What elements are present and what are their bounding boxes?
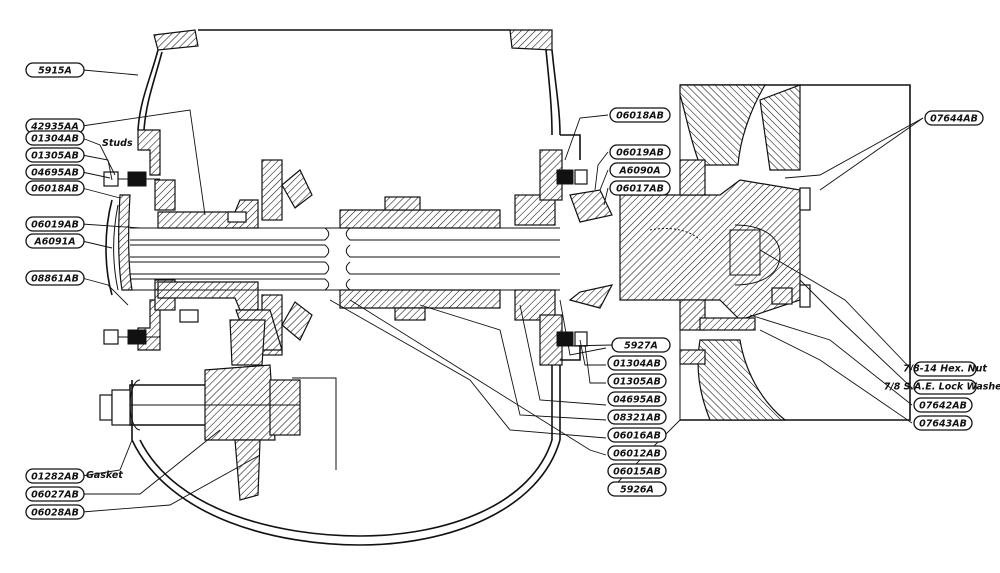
svg-text:04695AB: 04695AB (613, 395, 661, 406)
label-06019ab-left: 06019AB (25, 216, 85, 232)
svg-text:42935AA: 42935AA (30, 122, 79, 133)
svg-text:06012AB: 06012AB (613, 449, 661, 460)
svg-text:7/8-14 Hex. Nut: 7/8-14 Hex. Nut (903, 364, 987, 375)
svg-text:06017AB: 06017AB (616, 184, 664, 195)
label-08321ab: 08321AB (607, 409, 667, 425)
label-07643ab: 07643AB (913, 415, 973, 431)
label-07644ab: 07644AB (924, 110, 984, 126)
svg-text:07644AB: 07644AB (930, 114, 978, 125)
svg-text:01304AB: 01304AB (613, 359, 661, 370)
note-studs: Studs (102, 138, 133, 149)
label-01304ab-left: 01304AB (25, 130, 85, 146)
svg-text:06028AB: 06028AB (31, 508, 79, 519)
axle-shafts (130, 196, 560, 321)
label-5927a: 5927A (611, 337, 671, 353)
svg-text:04695AB: 04695AB (31, 168, 79, 179)
note-hex-nut: 7/8-14 Hex. Nut (903, 361, 987, 377)
label-5915a: 5915A (25, 62, 85, 78)
label-a6091a: A6091A (25, 233, 85, 249)
label-01305ab-left: 01305AB (25, 147, 85, 163)
label-01305ab-right: 01305AB (607, 373, 667, 389)
label-07642ab: 07642AB (913, 397, 973, 413)
svg-text:5927A: 5927A (624, 341, 658, 352)
label-04695ab-right: 04695AB (607, 391, 667, 407)
label-06016ab: 06016AB (607, 427, 667, 443)
svg-text:5915A: 5915A (38, 66, 72, 77)
part-labels: 5915A 42935AA 01304AB 01305AB 04695AB 06… (25, 62, 1000, 520)
pinion-gear (99, 319, 301, 501)
label-06019ab-right: 06019AB (609, 144, 671, 160)
label-06027ab: 06027AB (25, 486, 85, 502)
leader-lines (81, 69, 924, 513)
note-lock-washer: 7/8 S.A.E. Lock Washer (884, 379, 1000, 395)
svg-text:06018AB: 06018AB (31, 184, 79, 195)
svg-text:07642AB: 07642AB (919, 401, 967, 412)
svg-text:06019AB: 06019AB (616, 148, 664, 159)
svg-text:7/8 S.A.E. Lock Washer: 7/8 S.A.E. Lock Washer (884, 382, 1000, 393)
svg-text:06015AB: 06015AB (613, 467, 661, 478)
label-01282ab: 01282AB (25, 468, 85, 484)
svg-text:06018AB: 06018AB (616, 111, 664, 122)
svg-text:A6090A: A6090A (618, 166, 660, 177)
label-06012ab: 06012AB (607, 445, 667, 461)
right-bearing-cage (514, 134, 614, 366)
svg-text:01305AB: 01305AB (31, 151, 79, 162)
label-01304ab-right: 01304AB (607, 355, 667, 371)
svg-text:06027AB: 06027AB (31, 490, 79, 501)
label-06018ab-right: 06018AB (609, 107, 671, 123)
svg-text:A6091A: A6091A (33, 237, 75, 248)
note-gasket: Gasket (86, 470, 123, 481)
svg-text:01304AB: 01304AB (31, 134, 79, 145)
svg-text:01282AB: 01282AB (31, 472, 79, 483)
label-06028ab: 06028AB (25, 504, 85, 520)
label-06017ab: 06017AB (609, 180, 671, 196)
label-08861ab: 08861AB (25, 270, 85, 286)
label-06018ab-left: 06018AB (25, 180, 85, 196)
svg-text:06019AB: 06019AB (31, 220, 79, 231)
svg-text:07643AB: 07643AB (919, 419, 967, 430)
wheel-hub (619, 84, 911, 421)
svg-text:08861AB: 08861AB (31, 274, 79, 285)
svg-text:5926A: 5926A (620, 485, 654, 496)
svg-text:01305AB: 01305AB (613, 377, 661, 388)
svg-text:06016AB: 06016AB (613, 431, 661, 442)
label-06015ab: 06015AB (607, 463, 667, 479)
svg-text:08321AB: 08321AB (613, 413, 661, 424)
label-04695ab-left: 04695AB (25, 164, 85, 180)
label-5926a: 5926A (607, 481, 667, 497)
label-a6090a: A6090A (609, 162, 671, 178)
